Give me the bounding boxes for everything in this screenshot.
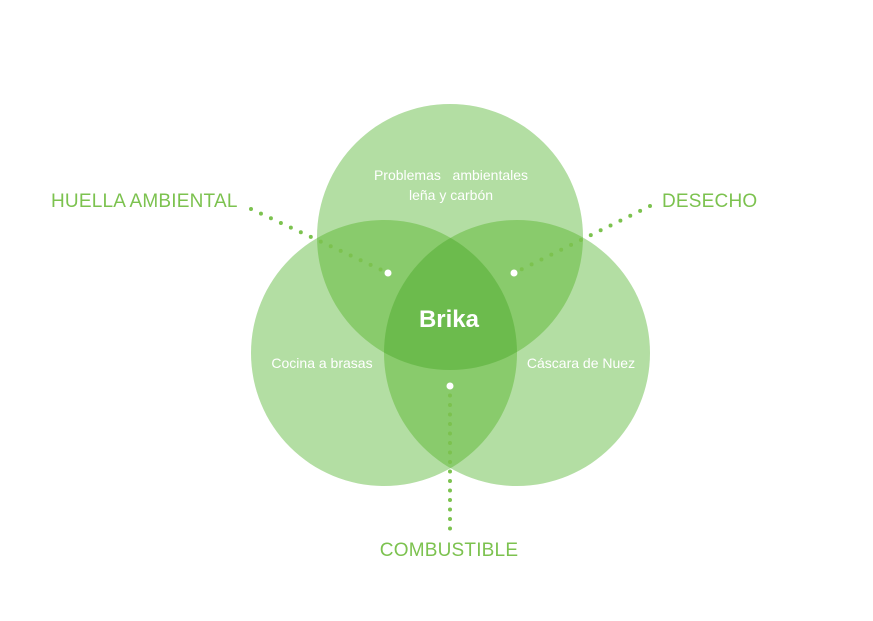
- overlap-center: [384, 220, 517, 370]
- right-circle-label: Cáscara de Nuez: [527, 355, 635, 371]
- connector-left-endpoint: [384, 269, 392, 277]
- center-label: Brika: [419, 306, 480, 333]
- label-combustible: COMBUSTIBLE: [380, 540, 518, 561]
- connector-right-endpoint: [510, 269, 518, 277]
- connector-right-line: [512, 204, 652, 275]
- label-desecho: DESECHO: [662, 191, 757, 212]
- top-circle-label-line1: Problemas ambientales: [374, 167, 528, 183]
- top-circle-label-line2: leña y carbón: [409, 187, 493, 203]
- left-circle-label: Cocina a brasas: [271, 355, 372, 371]
- label-huella-ambiental: HUELLA AMBIENTAL: [51, 191, 238, 212]
- connector-bottom-endpoint: [446, 382, 454, 390]
- connector-left-line: [249, 207, 390, 275]
